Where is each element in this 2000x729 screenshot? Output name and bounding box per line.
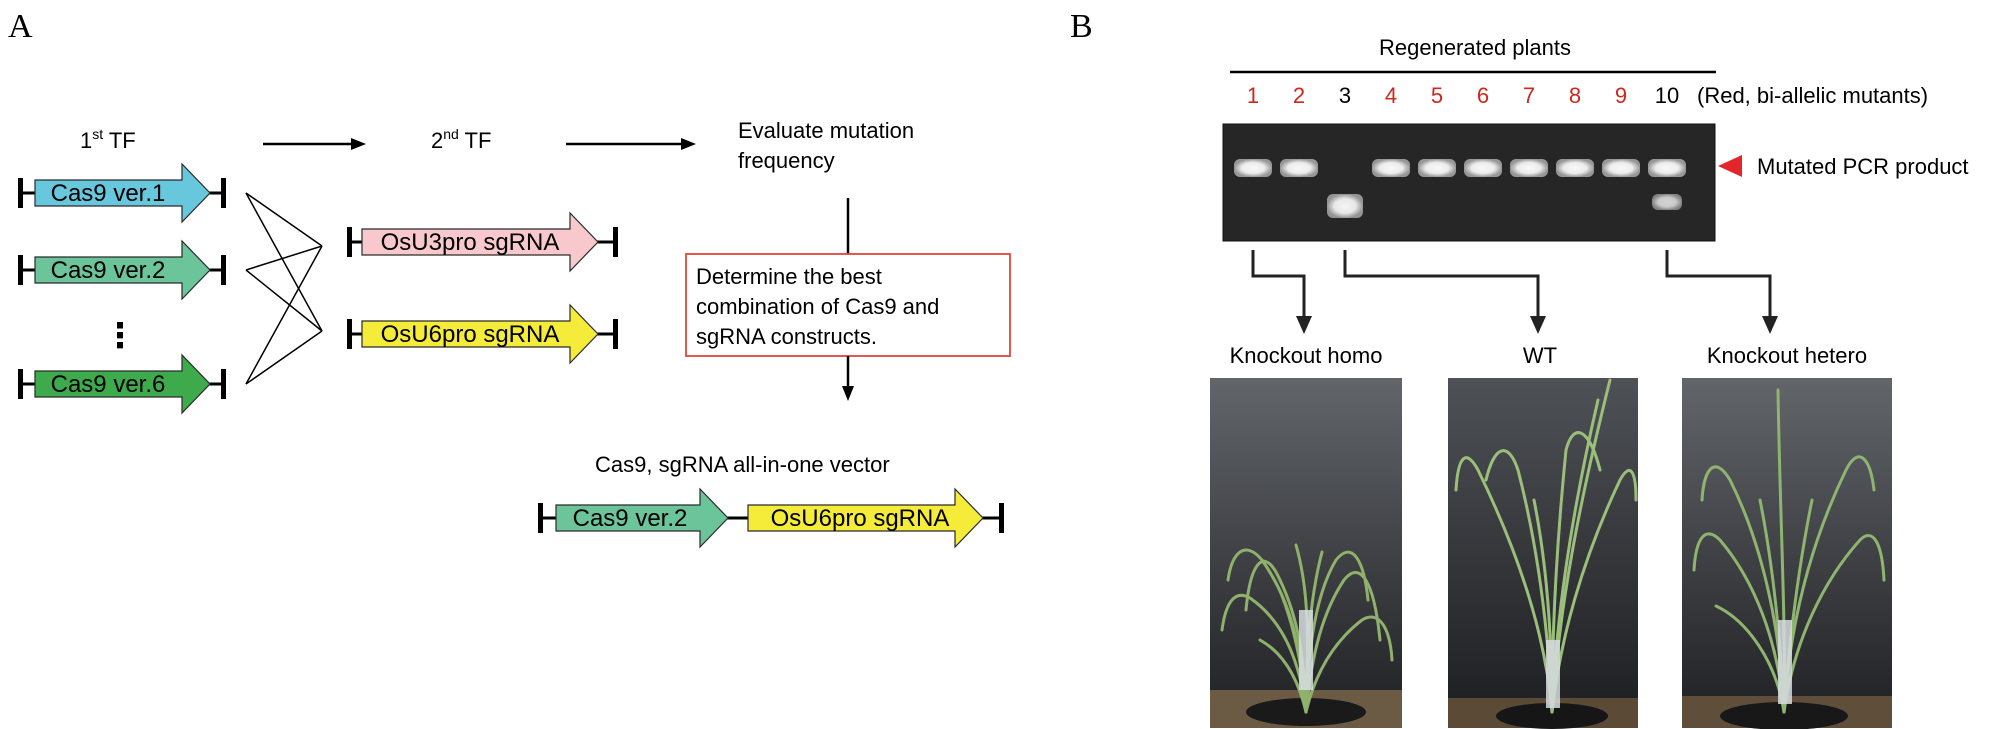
photo-label-knockout-hetero: Knockout hetero — [1707, 343, 1867, 368]
panel-b: B Regenerated plants 1 2 3 4 5 6 7 8 9 1… — [1070, 8, 1969, 729]
cas9-construct-1-arrow — [34, 162, 211, 224]
step-arrow-2 — [566, 138, 696, 150]
photo-label-wt: WT — [1523, 343, 1557, 368]
lane-number: 1 — [1247, 83, 1259, 108]
plant-photo-knockout-homo — [1210, 378, 1402, 728]
cas9-construct-2: Cas9 ver.2 — [18, 239, 226, 301]
connector-wt — [1343, 250, 1540, 318]
panel-b-letter: B — [1070, 8, 1093, 45]
lane-number: 4 — [1385, 83, 1397, 108]
panel-a-letter: A — [8, 8, 33, 45]
determine-down-arrow — [842, 356, 854, 401]
second-tf-number: 2 — [431, 128, 443, 153]
sgrna-construct-u3-label: OsU3pro sgRNA — [381, 229, 560, 256]
sgrna-construct-u6-label: OsU6pro sgRNA — [381, 321, 560, 348]
cas9-construct-2-label: Cas9 ver.2 — [51, 257, 166, 284]
all-in-one-vector: Cas9 ver.2 OsU6pro sgRNA — [538, 487, 1004, 549]
gel-band — [1556, 159, 1594, 177]
lane-number: 5 — [1431, 83, 1443, 108]
determine-text-line-3: sgRNA constructs. — [696, 324, 877, 349]
lane-number: 6 — [1477, 83, 1489, 108]
gel-band — [1372, 159, 1410, 177]
lane-number: 3 — [1339, 83, 1351, 108]
gel-band — [1280, 159, 1318, 177]
sgrna-construct-u6-arrow — [361, 303, 599, 365]
sgrna-construct-u3: OsU3pro sgRNA — [347, 211, 618, 273]
construct-ellipsis: ⋮ — [103, 317, 137, 355]
vector-sgrna-label: OsU6pro sgRNA — [771, 505, 950, 532]
lane-number: 7 — [1523, 83, 1535, 108]
evaluate-text-line-1: Evaluate mutation — [738, 118, 914, 143]
gel-band — [1652, 194, 1682, 210]
second-tf-superscript: nd — [443, 126, 459, 142]
lane-number: 2 — [1293, 83, 1305, 108]
second-tf-suffix: TF — [459, 128, 492, 153]
lane-number: 8 — [1569, 83, 1581, 108]
regenerated-plants-title: Regenerated plants — [1379, 35, 1571, 60]
vector-title: Cas9, sgRNA all-in-one vector — [595, 452, 890, 477]
panel-a: A 1st TF 2nd TF Cas9 ver.1 — [8, 8, 1011, 549]
cas9-construct-6-arrow — [34, 353, 211, 415]
first-tf-label: 1st TF — [80, 126, 136, 153]
cas9-construct-2-arrow — [34, 239, 211, 301]
determine-text-line-1: Determine the best — [696, 264, 882, 289]
cas9-construct-1: Cas9 ver.1 — [18, 162, 226, 224]
gel-image — [1222, 123, 1716, 242]
lane-numbers: 1 2 3 4 5 6 7 8 9 10 — [1247, 83, 1679, 108]
gel-band — [1648, 159, 1686, 177]
lane-connectors — [1251, 250, 1772, 318]
cas9-construct-1-label: Cas9 ver.1 — [51, 180, 166, 207]
first-tf-number: 1 — [80, 128, 92, 153]
gel-band — [1327, 194, 1363, 218]
gel-band — [1510, 159, 1548, 177]
determine-text-line-2: combination of Cas9 and — [696, 294, 939, 319]
sgrna-construct-u6: OsU6pro sgRNA — [347, 303, 618, 365]
mutated-pcr-marker — [1718, 155, 1742, 177]
gel-band — [1464, 159, 1502, 177]
photo-label-knockout-homo: Knockout homo — [1230, 343, 1383, 368]
cas9-construct-6: Cas9 ver.6 — [18, 353, 226, 415]
second-tf-label: 2nd TF — [431, 126, 491, 153]
connector-arrowheads — [1296, 316, 1778, 334]
combination-lines — [245, 192, 323, 385]
vector-cas9-label: Cas9 ver.2 — [573, 505, 688, 532]
gel-band — [1234, 159, 1272, 177]
gel-bands — [1234, 159, 1686, 218]
sgrna-construct-u3-arrow — [361, 211, 599, 273]
lane-number: 9 — [1615, 83, 1627, 108]
first-tf-superscript: st — [92, 126, 103, 142]
plant-photo-knockout-hetero — [1682, 378, 1892, 729]
lane-note: (Red, bi-allelic mutants) — [1697, 83, 1928, 108]
vector-cas9-arrow — [555, 487, 729, 549]
determine-box — [685, 253, 1011, 357]
vector-sgrna-arrow — [747, 487, 984, 549]
plant-photo-wt — [1448, 378, 1638, 729]
mutated-pcr-label: Mutated PCR product — [1757, 154, 1969, 179]
gel-band — [1602, 159, 1640, 177]
gel-band — [1418, 159, 1456, 177]
first-tf-suffix: TF — [103, 128, 136, 153]
connector-homo — [1251, 250, 1306, 318]
cas9-construct-6-label: Cas9 ver.6 — [51, 371, 166, 398]
step-arrow-1 — [263, 138, 366, 150]
evaluate-text-line-2: frequency — [738, 148, 835, 173]
lane-number: 10 — [1655, 83, 1679, 108]
connector-hetero — [1665, 250, 1772, 318]
